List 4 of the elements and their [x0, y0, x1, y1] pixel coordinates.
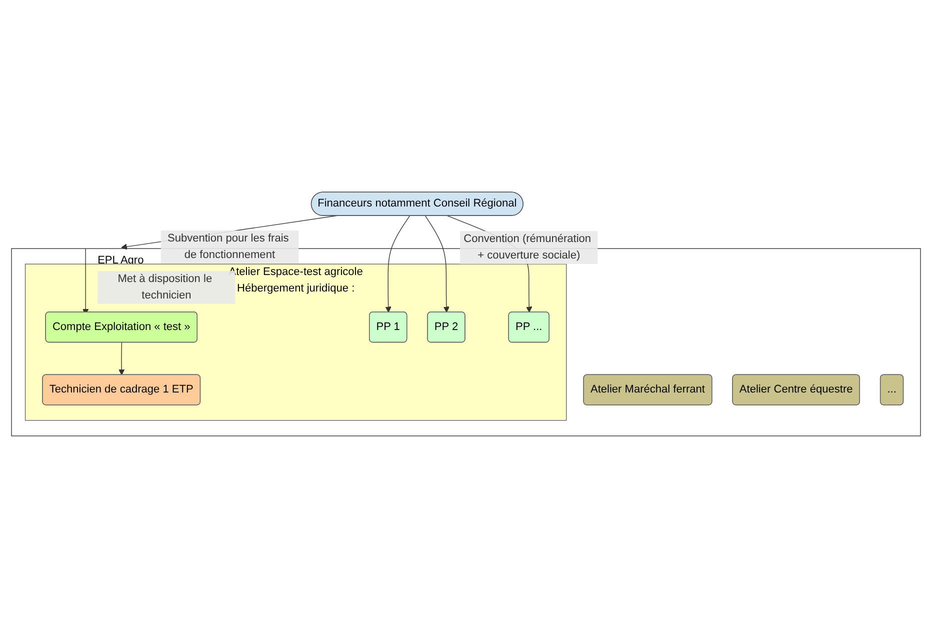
arrow — [385, 216, 410, 313]
arrow — [118, 342, 125, 376]
edge-label: Met à disposition le technicien — [118, 272, 212, 302]
arrow — [424, 216, 450, 313]
